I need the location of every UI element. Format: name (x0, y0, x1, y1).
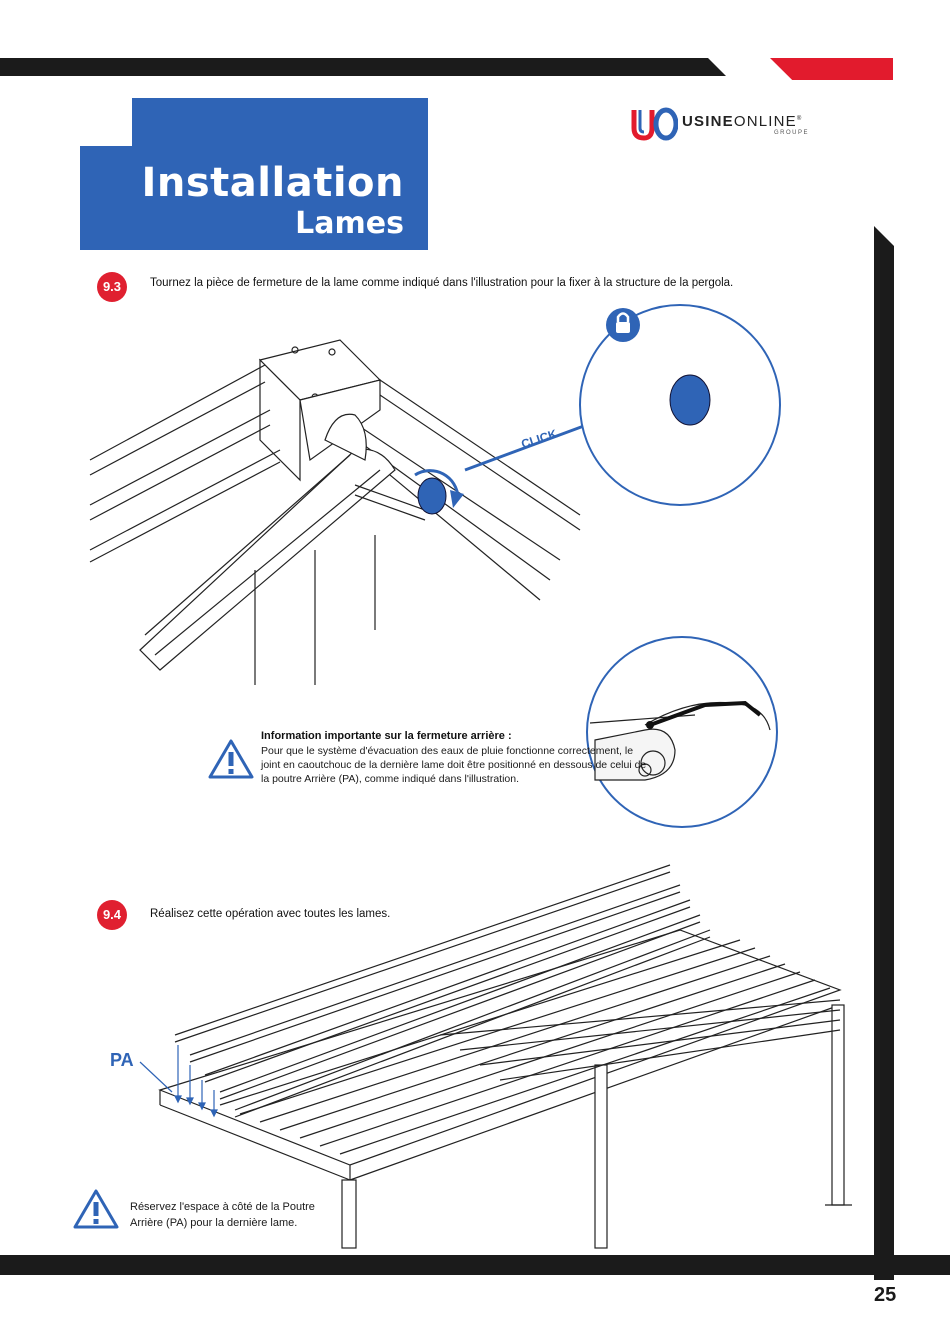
pa-label: PA (110, 1050, 134, 1070)
info-title: Information importante sur la fermeture … (261, 730, 512, 742)
click-label: CLICK (520, 427, 560, 452)
top-black-band (0, 58, 893, 80)
rear-closure-detail-illustration (586, 636, 778, 828)
info-line-2: joint en caoutchouc de la dernière lame … (261, 759, 647, 771)
warning-triangle-icon (73, 1189, 119, 1229)
page-number: 25 (874, 1284, 897, 1306)
step-badge-9-3: 9.3 (97, 272, 127, 302)
step-text-9-4: Réalisez cette opération avec toutes les… (150, 908, 391, 920)
step-text-9-3: Tournez la pièce de fermeture de la lame… (150, 277, 734, 289)
info-line-1: Pour que le système d'évacuation des eau… (261, 745, 634, 757)
brand-logo: USINEONLINE® GROUPE (630, 104, 820, 144)
warning-triangle-icon (208, 739, 254, 779)
step-badge-9-4: 9.4 (97, 900, 127, 930)
title-background (80, 98, 428, 250)
red-corner-triangle (770, 58, 893, 80)
page-subtitle: Lames (295, 206, 404, 241)
pergola-blades-illustration: PA (110, 864, 852, 1249)
warning-note-line-2: Arrière (PA) pour la dernière lame. (130, 1217, 298, 1229)
bottom-black-band (0, 1255, 950, 1275)
blade-closure-illustration: CLICK (89, 304, 781, 685)
info-line-3: la poutre Arrière (PA), comme indiqué da… (261, 773, 520, 785)
warning-note-line-1: Réservez l'espace à côté de la Poutre (130, 1201, 315, 1213)
logo-mark-icon (631, 107, 678, 141)
page-title: Installation (141, 160, 404, 206)
logo-wordmark: USINEONLINE® (682, 113, 803, 130)
right-black-band (874, 226, 894, 1280)
logo-group-label: GROUPE (774, 130, 810, 136)
title-block: Installation Lames (80, 98, 428, 250)
